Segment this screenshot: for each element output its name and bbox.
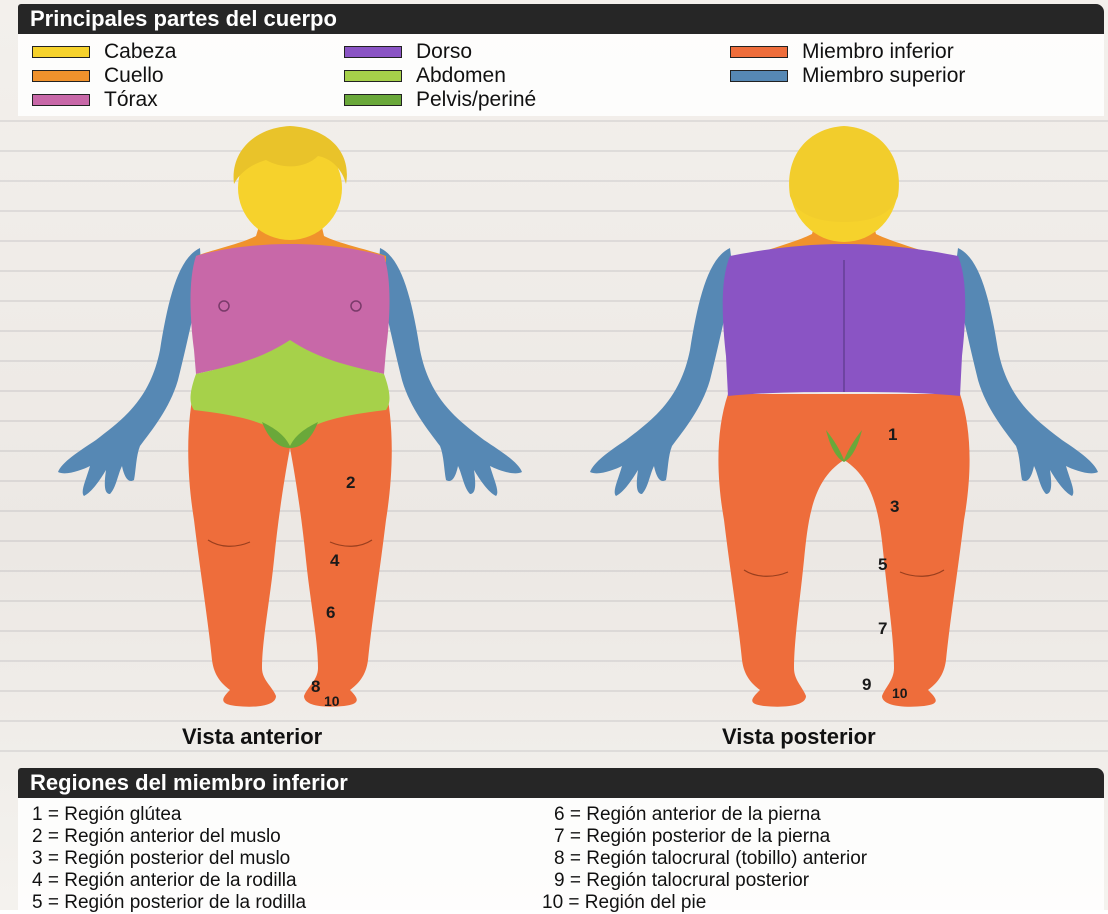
anterior-figure: 2 4 6 8 10 [58, 126, 522, 709]
regions-title: Regiones del miembro inferior [18, 768, 1104, 798]
region-item-8: 8 = Región talocrural (tobillo) anterior [554, 848, 867, 870]
region-item-6: 6 = Región anterior de la pierna [554, 804, 821, 826]
region-text: 4 = Región anterior de la rodilla [32, 870, 297, 891]
posterior-figure: 1 3 5 7 9 10 [590, 126, 1098, 707]
region-item-10: 10 = Región del pie [542, 892, 706, 914]
posterior-number-3: 3 [890, 497, 899, 516]
anterior-number-8: 8 [311, 677, 320, 696]
anterior-right-arm [378, 248, 522, 496]
posterior-number-10: 10 [892, 685, 908, 701]
anterior-view-label: Vista anterior [182, 724, 322, 750]
region-text: 3 = Región posterior del muslo [32, 848, 290, 869]
region-item-2: 2 = Región anterior del muslo [32, 826, 281, 848]
region-item-9: 9 = Región talocrural posterior [554, 870, 809, 892]
region-item-5: 5 = Región posterior de la rodilla [32, 892, 306, 914]
region-text: 8 = Región talocrural (tobillo) anterior [554, 848, 867, 869]
region-text: 2 = Región anterior del muslo [32, 826, 281, 847]
posterior-number-9: 9 [862, 675, 871, 694]
region-item-3: 3 = Región posterior del muslo [32, 848, 290, 870]
posterior-view-label: Vista posterior [722, 724, 876, 750]
regions-panel: 1 = Región glútea 2 = Región anterior de… [18, 798, 1104, 910]
region-text: 9 = Región talocrural posterior [554, 870, 809, 891]
anterior-number-6: 6 [326, 603, 335, 622]
posterior-right-arm [954, 248, 1098, 496]
posterior-number-5: 5 [878, 555, 887, 574]
anterior-number-2: 2 [346, 473, 355, 492]
region-text: 6 = Región anterior de la pierna [554, 804, 821, 825]
region-text: 1 = Región glútea [32, 804, 181, 825]
region-item-7: 7 = Región posterior de la pierna [554, 826, 830, 848]
posterior-number-7: 7 [878, 619, 887, 638]
body-diagram: 2 4 6 8 10 1 3 5 7 9 10 [0, 0, 1108, 768]
anterior-number-10: 10 [324, 693, 340, 709]
posterior-left-arm [590, 248, 734, 496]
anterior-left-arm [58, 248, 202, 496]
posterior-hair [789, 126, 899, 222]
anterior-number-4: 4 [330, 551, 340, 570]
region-item-1: 1 = Región glútea [32, 804, 181, 826]
region-text: 7 = Región posterior de la pierna [554, 826, 830, 847]
region-item-4: 4 = Región anterior de la rodilla [32, 870, 297, 892]
posterior-number-1: 1 [888, 425, 897, 444]
posterior-legs [718, 394, 969, 707]
